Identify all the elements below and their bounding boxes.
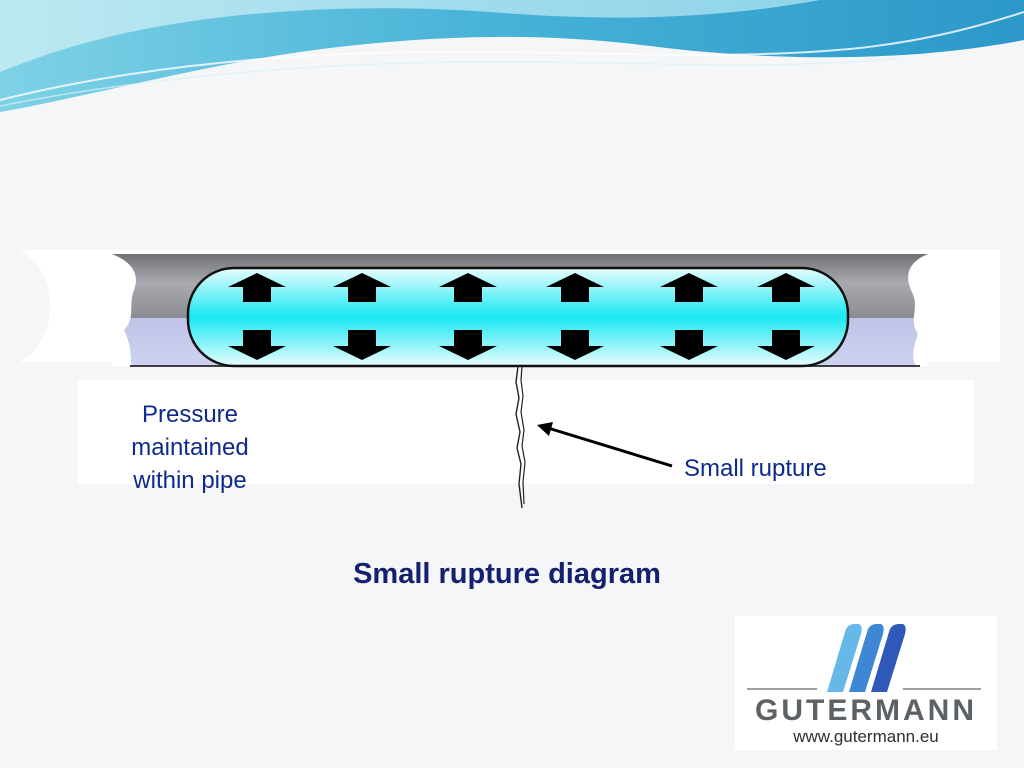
pipe-diagram: [20, 250, 1000, 509]
down-arrow-icon: [333, 330, 391, 360]
logo-wordmark: GUTERMANN: [755, 694, 977, 727]
rupture-label: Small rupture: [684, 455, 827, 482]
water-chamber: [186, 266, 850, 368]
up-arrow-icon: [757, 273, 815, 302]
up-arrow-icon: [333, 273, 391, 302]
gutermann-logo: GUTERMANN www.gutermann.eu: [735, 616, 997, 750]
pressure-label: Pressure maintained within pipe: [131, 401, 249, 494]
label-area: [78, 380, 974, 484]
logo-stripes-icon: [747, 624, 981, 692]
up-down-arrow-icon: [228, 273, 815, 360]
up-arrow-icon: [228, 273, 286, 302]
crack-icon: [515, 365, 526, 509]
wave-decoration: [0, 0, 1024, 112]
down-arrow-icon: [228, 330, 286, 360]
down-arrow-icon: [439, 330, 497, 360]
arrow-pointer-icon: [537, 422, 673, 468]
logo-url: www.gutermann.eu: [793, 727, 939, 746]
down-arrow-icon: [546, 330, 604, 360]
up-arrow-icon: [660, 273, 718, 302]
down-arrow-icon: [757, 330, 815, 360]
up-arrow-icon: [439, 273, 497, 302]
up-arrow-icon: [546, 273, 604, 302]
diagram-caption: Small rupture diagram: [353, 558, 661, 590]
down-arrow-icon: [660, 330, 718, 360]
